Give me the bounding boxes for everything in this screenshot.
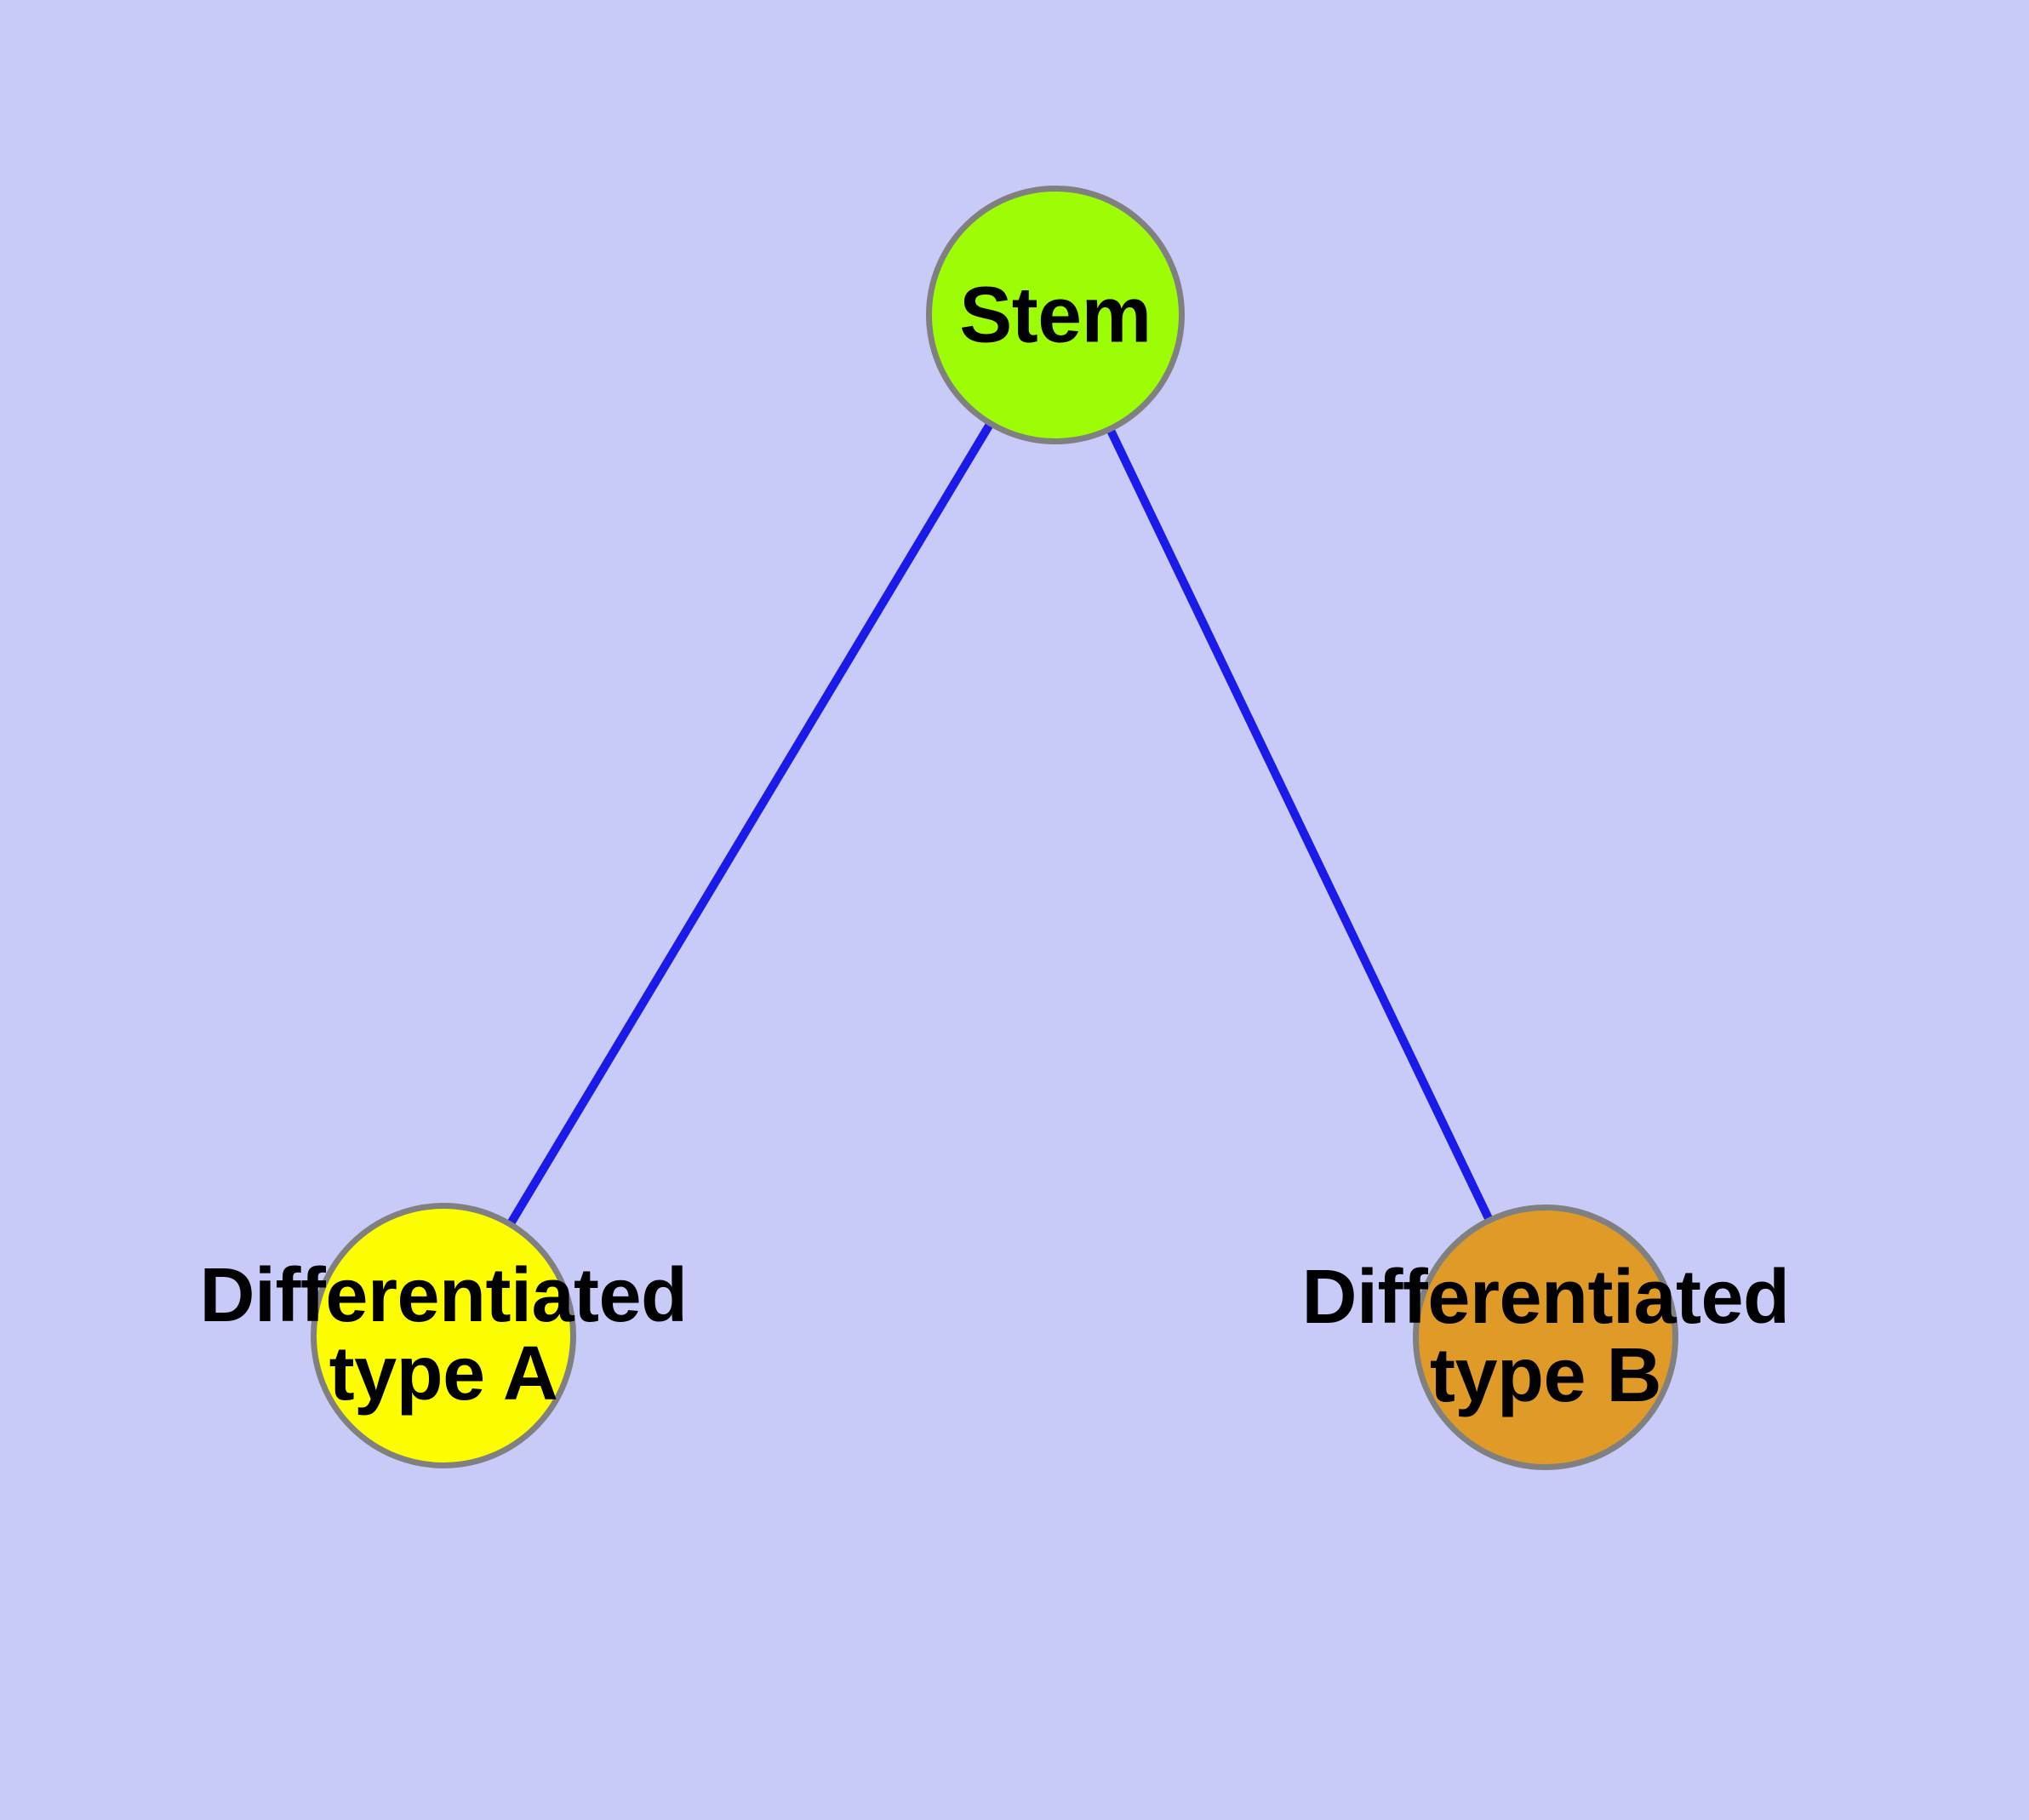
edge-stem-to-differentiated-type-b[interactable] bbox=[1051, 312, 1550, 1340]
node-stem[interactable] bbox=[926, 186, 1185, 444]
node-differentiated-type-a[interactable] bbox=[311, 1203, 576, 1468]
node-label-differentiated-type-b: Differentiated type B bbox=[1301, 1255, 1790, 1418]
edge-stem-to-differentiated-type-a[interactable] bbox=[439, 312, 1060, 1338]
node-label-stem: Stem bbox=[959, 270, 1152, 359]
node-label-differentiated-type-a: Differentiated type A bbox=[199, 1253, 688, 1417]
node-differentiated-type-b[interactable] bbox=[1413, 1205, 1678, 1470]
